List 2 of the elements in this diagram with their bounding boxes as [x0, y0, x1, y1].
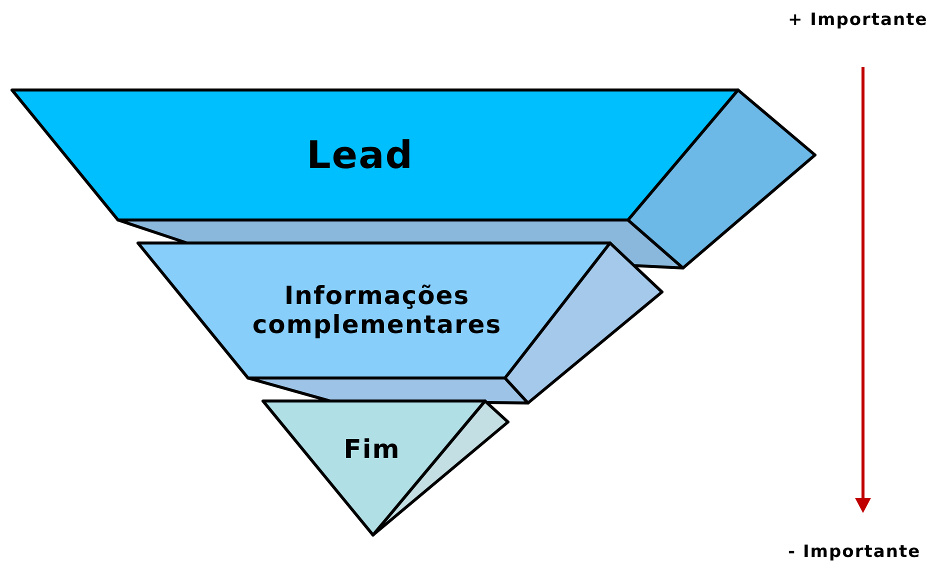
scale-label: + Importante [788, 10, 928, 30]
scale-label: - Importante [788, 542, 921, 562]
